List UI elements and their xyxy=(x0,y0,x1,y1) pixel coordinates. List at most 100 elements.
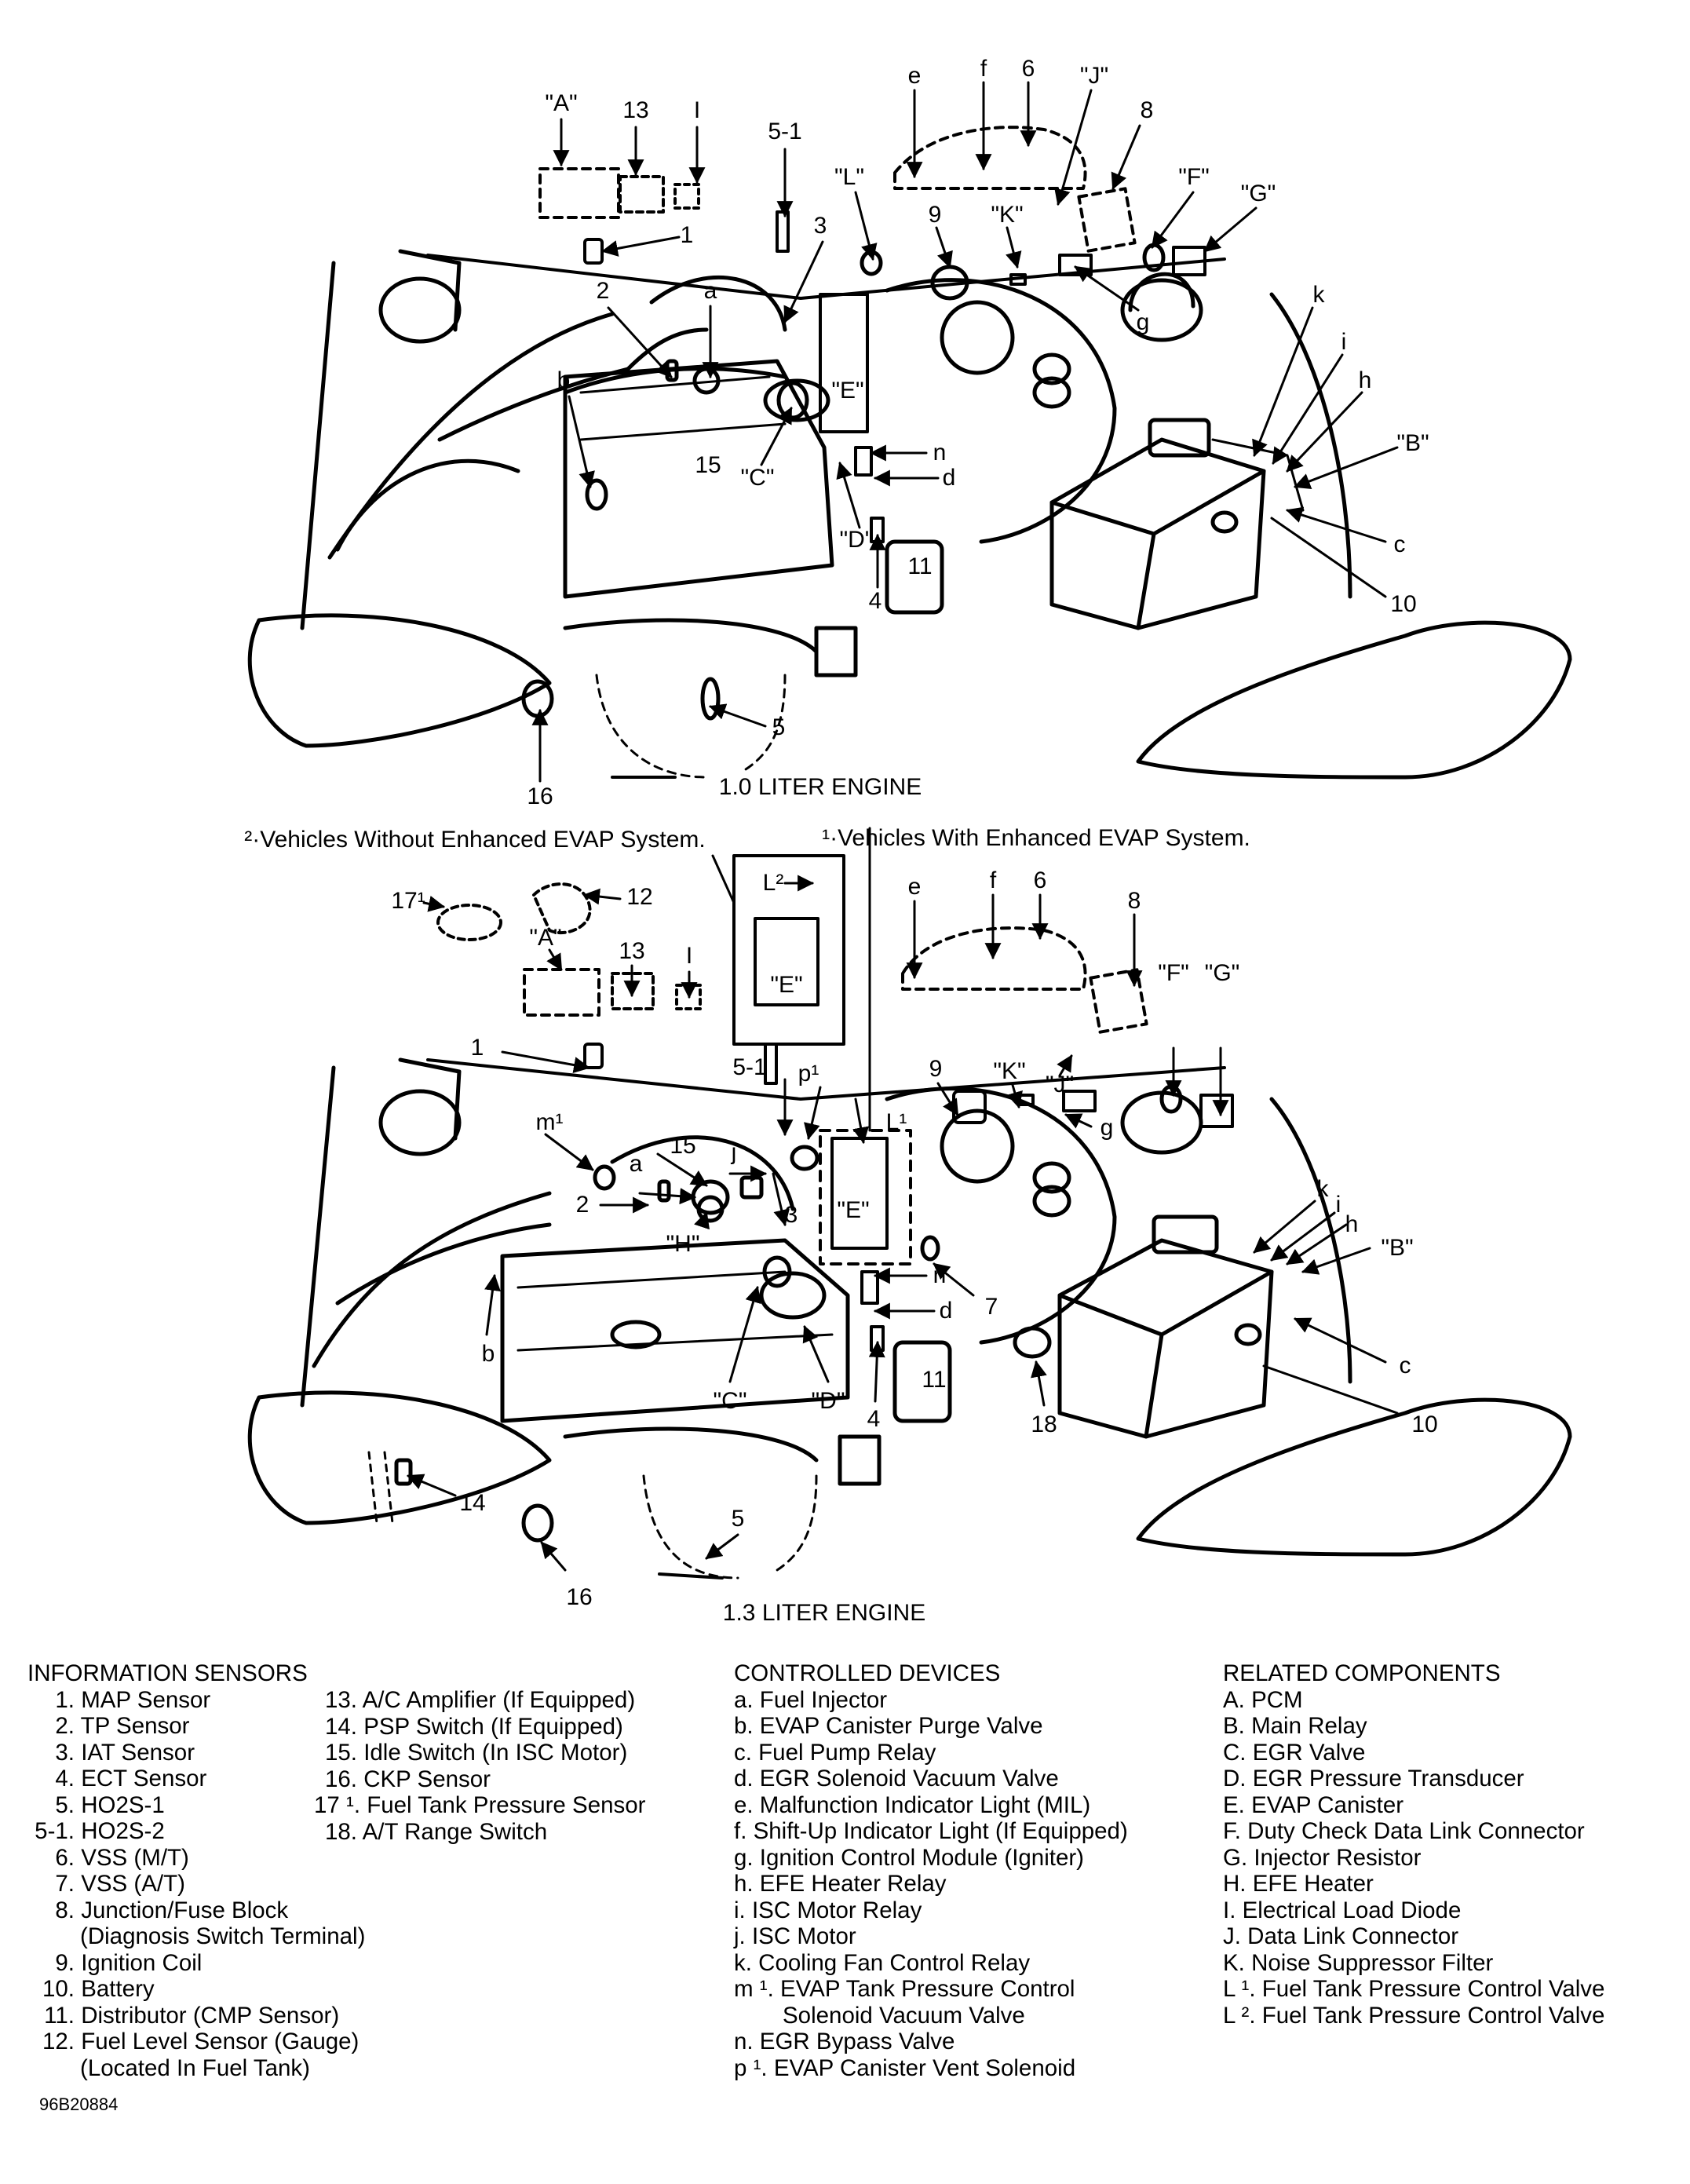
callout-label: j xyxy=(731,1139,737,1165)
legend-item: L ². Fuel Tank Pressure Control Valve xyxy=(1223,2003,1604,2029)
legend-item: B. Main Relay xyxy=(1223,1713,1604,1740)
legend-item-key: 4. xyxy=(55,1766,75,1791)
callout-label: n xyxy=(933,440,947,466)
callout-label: "J" xyxy=(1045,1072,1075,1097)
callout-label: a xyxy=(703,278,717,304)
legend-item-text: Ignition Control Module (Igniter) xyxy=(753,1844,1085,1871)
callout-label: "E" xyxy=(831,378,864,404)
legend-item-text: HO2S-1 xyxy=(75,1791,165,1818)
callout-label: f xyxy=(980,56,987,82)
legend-item-text: PCM xyxy=(1244,1686,1303,1713)
callout-label: 16 xyxy=(566,1584,593,1610)
callout-label: 10 xyxy=(1411,1412,1438,1437)
legend-item: h. EFE Heater Relay xyxy=(734,1871,1128,1897)
callout-label: b xyxy=(557,367,571,393)
legend-item-key: 17 ¹. xyxy=(314,1792,361,1818)
legend-item-text: Electrical Load Diode xyxy=(1236,1897,1462,1923)
callout-label: 3 xyxy=(784,1202,798,1228)
callout-label: "B" xyxy=(1381,1235,1414,1261)
legend-item-key: E. xyxy=(1223,1791,1245,1818)
legend-item-key: L ². xyxy=(1223,2002,1256,2029)
callout-label: 2 xyxy=(575,1192,589,1218)
legend-item: 17 ¹. Fuel Tank Pressure Sensor xyxy=(314,1792,646,1819)
legend-item-continuation: (Located In Fuel Tank) xyxy=(80,2054,310,2081)
legend-information-sensors-col2: 13. A/C Amplifier (If Equipped)14. PSP S… xyxy=(314,1687,646,1845)
callout-label: "E" xyxy=(837,1197,870,1223)
callout-label: 5-1 xyxy=(768,119,802,144)
callout-label: 18 xyxy=(1031,1412,1057,1437)
legend-item-text: EVAP Canister xyxy=(1244,1791,1404,1818)
legend-item-key: f. xyxy=(734,1818,747,1844)
callout-label: "A" xyxy=(545,90,578,116)
callout-label: "A" xyxy=(529,925,562,951)
legend-item-key: p ¹. xyxy=(734,2054,768,2081)
callout-label: "F" xyxy=(1178,164,1210,190)
callout-label: "C" xyxy=(713,1388,747,1414)
diagram-1-0-liter-art xyxy=(247,81,1572,783)
callout-label: 14 xyxy=(459,1490,486,1516)
legend-item: A. PCM xyxy=(1223,1687,1604,1714)
legend-item-text: Fuel Tank Pressure Control Valve xyxy=(1255,2002,1605,2029)
legend-item: d. EGR Solenoid Vacuum Valve xyxy=(734,1766,1128,1792)
legend-item-key: 14. xyxy=(324,1713,357,1740)
legend-item-text: EFE Heater Relay xyxy=(753,1871,947,1897)
note-without-enhanced-evap: ²·Vehicles Without Enhanced EVAP System. xyxy=(244,827,706,853)
legend-item-key: I. xyxy=(1223,1897,1236,1923)
legend-item-text: HO2S-2 xyxy=(75,1818,165,1844)
legend-item-text: IAT Sensor xyxy=(75,1739,195,1766)
legend-item-text: Junction/Fuse Block xyxy=(75,1897,289,1923)
legend-item-key: 2. xyxy=(55,1713,75,1739)
legend-item-text: Fuel Tank Pressure Sensor xyxy=(360,1792,646,1818)
legend-item: f. Shift-Up Indicator Light (If Equipped… xyxy=(734,1818,1128,1845)
callout-label: h xyxy=(1345,1211,1359,1237)
legend-item: b. EVAP Canister Purge Valve xyxy=(734,1713,1128,1740)
legend-item-key: 10. xyxy=(42,1976,75,2002)
callout-label: e xyxy=(907,63,922,89)
legend-item-text: VSS (M/T) xyxy=(75,1844,189,1871)
callout-label: 4 xyxy=(867,1406,881,1432)
diagram-caption-1-0-liter: 1.0 LITER ENGINE xyxy=(718,774,922,800)
figure-id: 96B20884 xyxy=(39,2095,119,2114)
legend-item: 15. Idle Switch (In ISC Motor) xyxy=(314,1740,646,1766)
legend-item: 6. VSS (M/T) xyxy=(27,1845,365,1872)
callout-label: I xyxy=(693,97,701,123)
legend-item: 1. MAP Sensor xyxy=(27,1687,365,1714)
diagram-caption-1-3-liter: 1.3 LITER ENGINE xyxy=(722,1600,926,1626)
callout-label: 6 xyxy=(1033,867,1047,893)
legend-item-key: k. xyxy=(734,1949,752,1976)
legend-item-key: b. xyxy=(734,1713,754,1739)
legend-item: 2. TP Sensor xyxy=(27,1713,365,1740)
legend-item: 5. HO2S-1 xyxy=(27,1792,365,1819)
legend-item-key: 7. xyxy=(55,1871,75,1897)
legend-item: C. EGR Valve xyxy=(1223,1740,1604,1766)
legend-item-text: EVAP Canister Purge Valve xyxy=(753,1713,1043,1739)
callout-label: 13 xyxy=(622,97,649,123)
legend-item: E. EVAP Canister xyxy=(1223,1792,1604,1819)
legend-item: 5-1. HO2S-2 xyxy=(27,1818,365,1845)
callout-label: "H" xyxy=(666,1231,700,1257)
legend-item-key: d. xyxy=(734,1766,754,1791)
legend-item-text: A/T Range Switch xyxy=(357,1818,548,1845)
callout-label: 5 xyxy=(731,1506,745,1532)
legend-item: k. Cooling Fan Control Relay xyxy=(734,1950,1128,1977)
legend-item-key: a. xyxy=(734,1686,754,1713)
legend-item: 18. A/T Range Switch xyxy=(314,1819,646,1846)
legend-column: 13. A/C Amplifier (If Equipped)14. PSP S… xyxy=(314,1687,646,1845)
legend-item-key: L ¹. xyxy=(1223,1976,1256,2002)
legend-item-key: m ¹. xyxy=(734,1976,774,2002)
legend-item: H. EFE Heater xyxy=(1223,1871,1604,1897)
legend-item-key: 13. xyxy=(324,1687,357,1713)
callout-label: h xyxy=(1358,367,1372,393)
legend-item-text: Malfunction Indicator Light (MIL) xyxy=(753,1791,1091,1818)
legend-item: F. Duty Check Data Link Connector xyxy=(1223,1818,1604,1845)
legend-item-text: Cooling Fan Control Relay xyxy=(751,1949,1031,1976)
callout-label: a xyxy=(629,1151,643,1177)
callout-label: "D" xyxy=(839,527,874,553)
legend-item-text: Injector Resistor xyxy=(1247,1844,1422,1871)
legend-item-text: Fuel Injector xyxy=(753,1686,888,1713)
callout-label: 5-1 xyxy=(732,1054,767,1080)
callout-label: n xyxy=(933,1262,947,1288)
callout-label: 12 xyxy=(626,884,653,910)
legend-item-text: PSP Switch (If Equipped) xyxy=(357,1713,623,1740)
